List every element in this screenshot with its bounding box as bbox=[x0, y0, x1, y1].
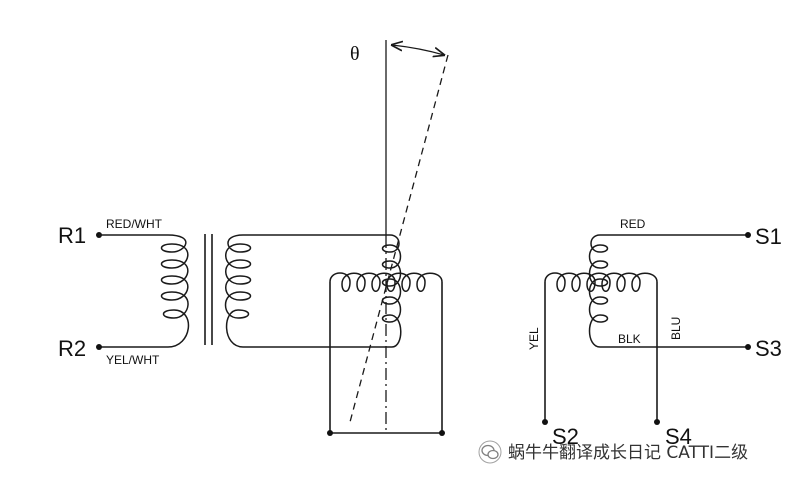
stator-vertical-coil bbox=[588, 234, 609, 348]
r2-terminal-dot bbox=[96, 344, 102, 350]
wire-yel-wht-label: YEL/WHT bbox=[106, 353, 160, 367]
secondary-coil bbox=[224, 234, 252, 348]
terminal-r1-label: R1 bbox=[58, 223, 86, 248]
watermark-text: 蜗牛牛翻译成长日记 CATTI二级 bbox=[508, 443, 748, 463]
wire-blk-label: BLK bbox=[618, 332, 641, 346]
rotated-axis-line bbox=[349, 54, 449, 423]
s3-terminal-dot bbox=[745, 344, 751, 350]
wire-red-wht-label: RED/WHT bbox=[106, 217, 163, 231]
rotor-winding-coil bbox=[381, 234, 402, 348]
stator-circuit bbox=[542, 232, 751, 425]
rotor-bottom-right-dot bbox=[439, 430, 445, 436]
rotor-primary-circuit bbox=[96, 232, 190, 350]
terminal-s4-label: S4 bbox=[665, 424, 692, 449]
s4-terminal-dot bbox=[654, 419, 660, 425]
s1-terminal-dot bbox=[745, 232, 751, 238]
wechat-logo-icon bbox=[478, 440, 502, 464]
wire-yel-label: YEL bbox=[527, 327, 541, 350]
terminal-r2-label: R2 bbox=[58, 336, 86, 361]
rotor-secondary-circuit bbox=[224, 234, 402, 348]
angle-theta-label: θ bbox=[350, 43, 360, 65]
wire-red-label: RED bbox=[620, 217, 646, 231]
rotor-horizontal-circuit bbox=[327, 272, 445, 436]
rotor-bottom-left-dot bbox=[327, 430, 333, 436]
watermark: 蜗牛牛翻译成长日记 CATTI二级 bbox=[478, 440, 748, 464]
stator-horizontal-coil bbox=[544, 272, 658, 292]
terminal-s3-label: S3 bbox=[755, 336, 782, 361]
wire-blu-label: BLU bbox=[669, 317, 683, 340]
terminal-s1-label: S1 bbox=[755, 224, 782, 249]
rotor-horizontal-coil bbox=[329, 272, 443, 292]
s2-terminal-dot bbox=[542, 419, 548, 425]
angle-arc-arrow bbox=[392, 45, 444, 55]
primary-coil bbox=[160, 234, 190, 348]
terminal-s2-label: S2 bbox=[552, 424, 579, 449]
